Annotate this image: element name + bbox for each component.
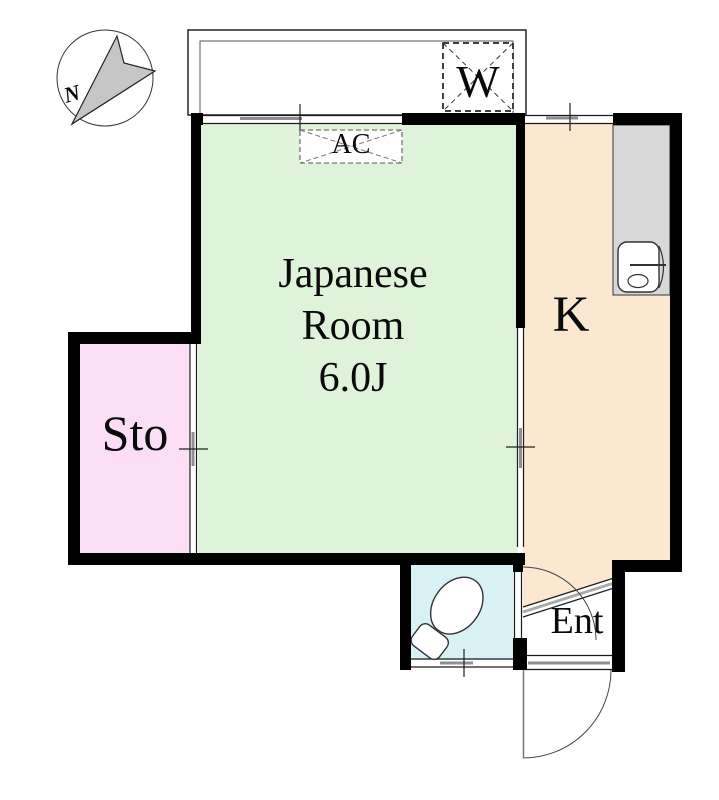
kitchen-sink-drainboard [658, 245, 665, 289]
kitchen-label: K [552, 287, 590, 343]
ac-box [299, 129, 403, 164]
sink-drain [627, 273, 649, 289]
storage-label: Sto [101, 405, 169, 461]
compass-needle-icon [70, 34, 157, 126]
toilet-bowl [429, 576, 484, 635]
wall-top-right [613, 113, 682, 125]
toilet-tank [410, 623, 450, 661]
opening-tick-marks [179, 103, 571, 677]
japanese-room-size: 6.0J [318, 355, 388, 401]
washer-label: W [456, 56, 500, 107]
washer-box [442, 42, 514, 112]
wall-toilet-left [400, 553, 411, 670]
entrance-label: Ent [550, 600, 604, 642]
japanese-room-name-line2: Room [301, 303, 405, 349]
walls [68, 113, 682, 672]
wall-toilet-right-top [513, 553, 523, 572]
wall-japanese-kitchen [516, 113, 525, 328]
japanese-room-name-line1: Japanese [278, 251, 428, 297]
storage-floor [74, 340, 190, 554]
wall-storage-top [68, 332, 201, 344]
wall-japanese-left [191, 113, 201, 344]
toilet-door-arc [522, 566, 597, 641]
wall-toilet-right-bottom [513, 638, 527, 670]
wall-kitchen-bottom-right [613, 560, 682, 572]
wall-entrance-right [612, 560, 625, 672]
entrance-door-arc [522, 669, 612, 759]
windows-and-sliding-doors [189, 114, 613, 671]
wall-top-middle [402, 113, 525, 125]
japanese-room-label: Japanese Room 6.0J [228, 248, 478, 404]
compass [56, 29, 157, 127]
toilet [410, 576, 484, 661]
japanese-room-floor [198, 124, 518, 555]
entrance-step [522, 577, 615, 618]
wall-bottom [68, 553, 525, 565]
wall-right [670, 113, 682, 563]
ac-label: AC [331, 129, 371, 160]
kitchen-sink [617, 241, 660, 293]
window-sash-marks [191, 116, 610, 665]
wall-storage-left [68, 332, 80, 565]
